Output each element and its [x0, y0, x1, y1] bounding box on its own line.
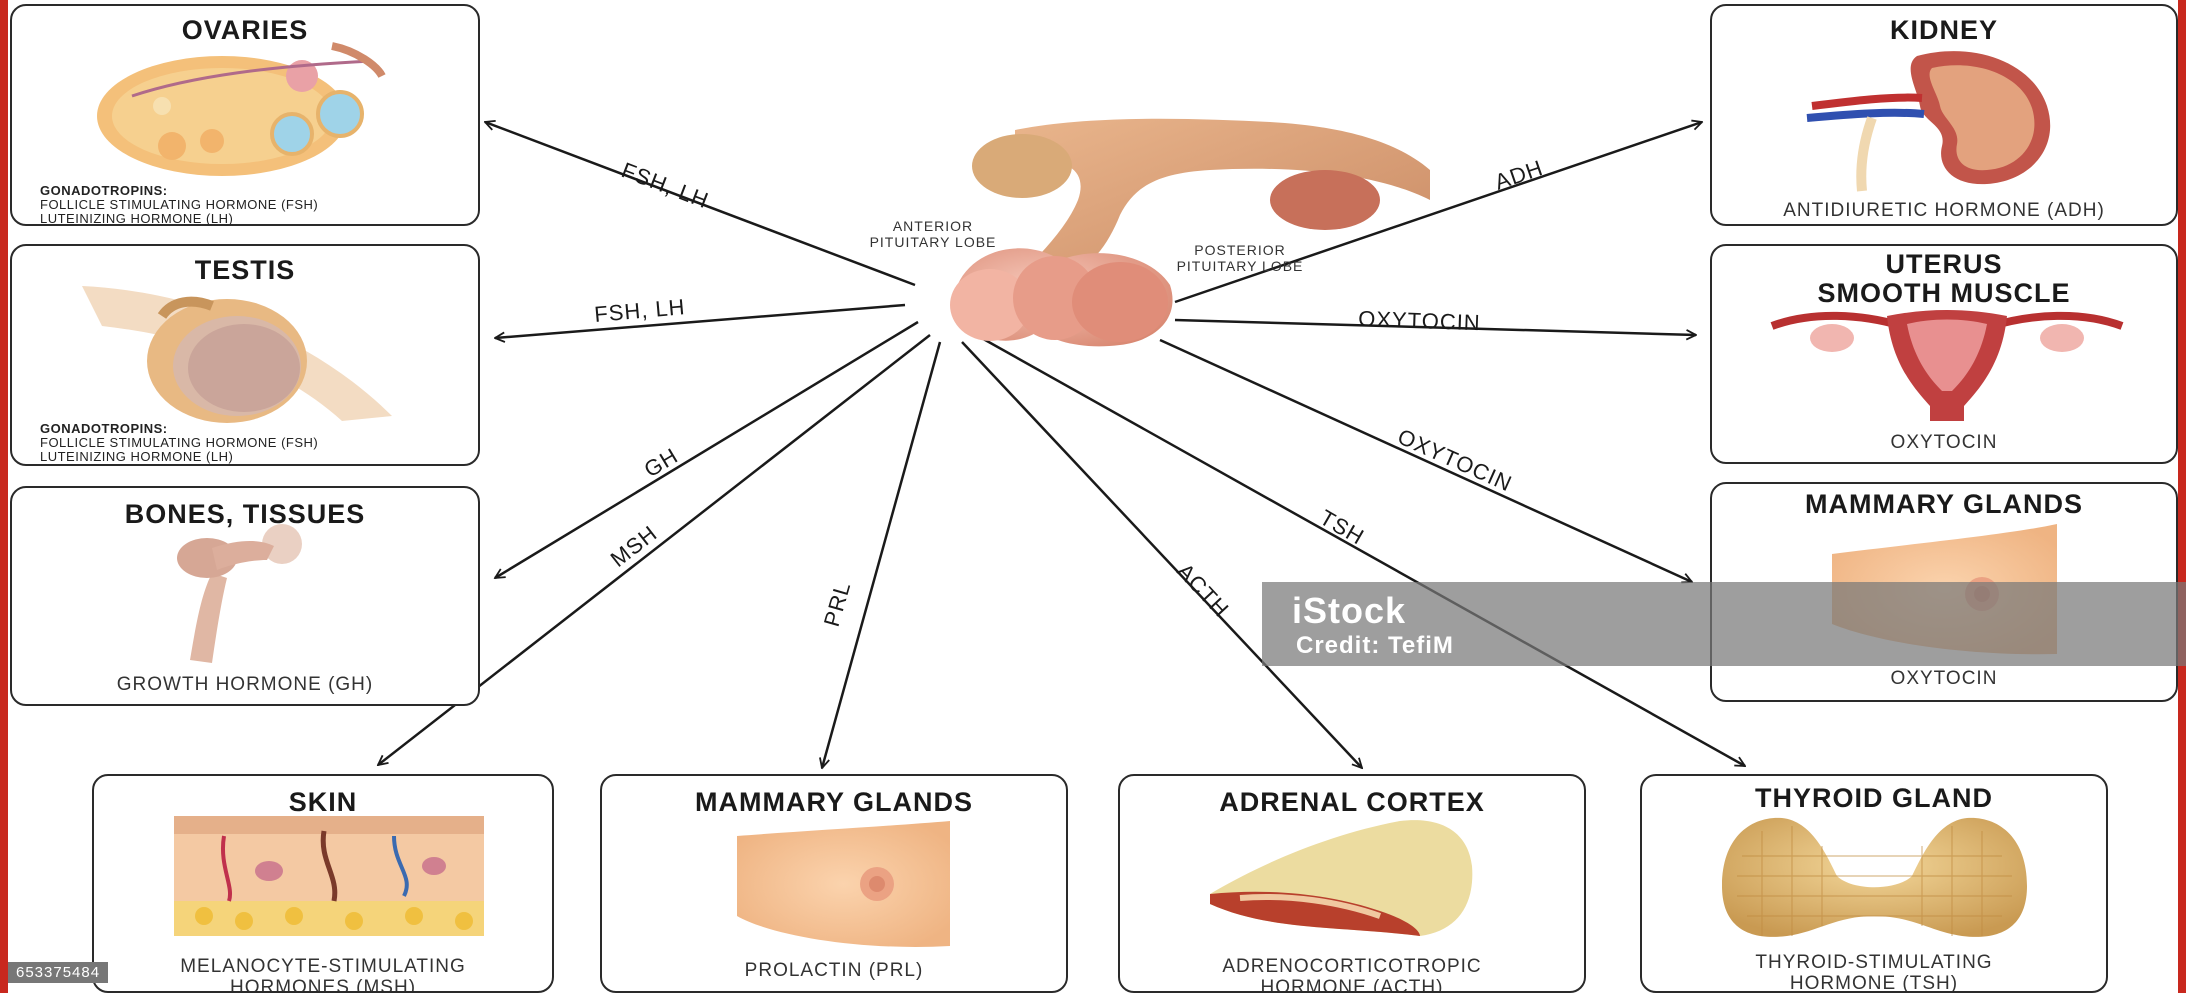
arrow-label-acth: ACTH [1172, 558, 1234, 622]
card-caption-uterus: OXYTOCIN [1712, 432, 2176, 453]
card-testis: TESTIS GONADOTROPINS: FOLLICLE STIMULATI… [10, 244, 480, 466]
anterior-lobe-label: ANTERIOR PITUITARY LOBE [838, 218, 1028, 250]
thyroid-caption-line-1: THYROID-STIMULATING [1642, 952, 2106, 973]
posterior-lobe-label: POSTERIOR PITUITARY LOBE [1145, 242, 1335, 274]
testis-hormones: GONADOTROPINS: FOLLICLE STIMULATING HORM… [40, 422, 468, 464]
posterior-label-line-2: PITUITARY LOBE [1145, 258, 1335, 274]
adrenal-caption-line-1: ADRENOCORTICOTROPIC [1120, 956, 1584, 977]
adrenal-caption-line-2: HORMONE (ACTH) [1120, 977, 1584, 993]
testis-lh-line: LUTEINIZING HORMONE (LH) [40, 450, 468, 464]
card-adrenal-cortex: ADRENAL CORTEX ADRENOCORTICOTROPIC HORMO… [1118, 774, 1586, 993]
card-caption-kidney: ANTIDIURETIC HORMONE (ADH) [1712, 200, 2176, 221]
istock-watermark: iStock Credit: TefiM [1262, 582, 2186, 666]
card-kidney: KIDNEY ANTIDIURETIC HORMONE (ADH) [1710, 4, 2178, 226]
arrow-tsh-thyroid [978, 336, 1745, 766]
card-ovaries: OVARIES GONADOTROPINS: FOLLICLE STIMULAT… [10, 4, 480, 226]
card-caption-mammary-right: OXYTOCIN [1712, 668, 2176, 689]
skin-caption-line-1: MELANOCYTE-STIMULATING [94, 956, 552, 977]
arrow-label-fsh-lh-testis: FSH, LH [593, 294, 686, 327]
ovaries-lh-line: LUTEINIZING HORMONE (LH) [40, 212, 468, 226]
card-caption-bones: GROWTH HORMONE (GH) [12, 674, 478, 695]
arrow-label-adh: ADH [1491, 155, 1546, 195]
arrow-oxytocin-mammary [1160, 340, 1692, 582]
card-mammary-prolactin: MAMMARY GLANDS PROLACTIN (PRL) [600, 774, 1068, 993]
watermark-brand: iStock [1292, 590, 1406, 632]
arrow-gh-bones [495, 322, 918, 578]
arrow-label-gh: GH [640, 443, 683, 482]
card-caption-skin: MELANOCYTE-STIMULATING HORMONES (MSH) [94, 956, 552, 993]
card-uterus: UTERUS SMOOTH MUSCLE OXYTOCIN [1710, 244, 2178, 464]
stock-image-id: 653375484 [8, 962, 108, 983]
kidney-illustration [1712, 6, 2178, 226]
ovaries-hormones: GONADOTROPINS: FOLLICLE STIMULATING HORM… [40, 184, 468, 226]
testis-fsh-line: FOLLICLE STIMULATING HORMONE (FSH) [40, 436, 468, 450]
anterior-label-line-2: PITUITARY LOBE [838, 234, 1028, 250]
card-skin: SKIN MELANOCYTE-STIMULATING HORMONES (MS… [92, 774, 554, 993]
skin-caption-line-2: HORMONES (MSH) [94, 977, 552, 993]
arrow-fsh-lh-testis [495, 305, 905, 338]
arrow-label-prl: PRL [819, 578, 856, 629]
watermark-credit: Credit: TefiM [1296, 632, 1454, 660]
card-caption-mammary-bottom: PROLACTIN (PRL) [602, 960, 1066, 981]
posterior-label-line-1: POSTERIOR [1145, 242, 1335, 258]
card-thyroid-gland: THYROID GLAND THYROID-STIMULATING HORMON… [1640, 774, 2108, 993]
card-caption-thyroid: THYROID-STIMULATING HORMONE (TSH) [1642, 952, 2106, 993]
arrow-label-oxytocin-uterus: OXYTOCIN [1358, 306, 1481, 335]
ovaries-hormone-heading: GONADOTROPINS: [40, 184, 468, 198]
thyroid-caption-line-2: HORMONE (TSH) [1642, 973, 2106, 993]
ovaries-fsh-line: FOLLICLE STIMULATING HORMONE (FSH) [40, 198, 468, 212]
arrow-label-fsh-lh-ovaries: FSH, LH [618, 157, 712, 213]
arrow-label-tsh: TSH [1316, 505, 1369, 550]
testis-hormone-heading: GONADOTROPINS: [40, 422, 468, 436]
anterior-label-line-1: ANTERIOR [838, 218, 1028, 234]
card-caption-adrenal: ADRENOCORTICOTROPIC HORMONE (ACTH) [1120, 956, 1584, 993]
arrow-label-oxytocin-mammary: OXYTOCIN [1394, 424, 1516, 497]
arrow-group [378, 122, 1745, 768]
card-bones-tissues: BONES, TISSUES GROWTH HORMONE (GH) [10, 486, 480, 706]
